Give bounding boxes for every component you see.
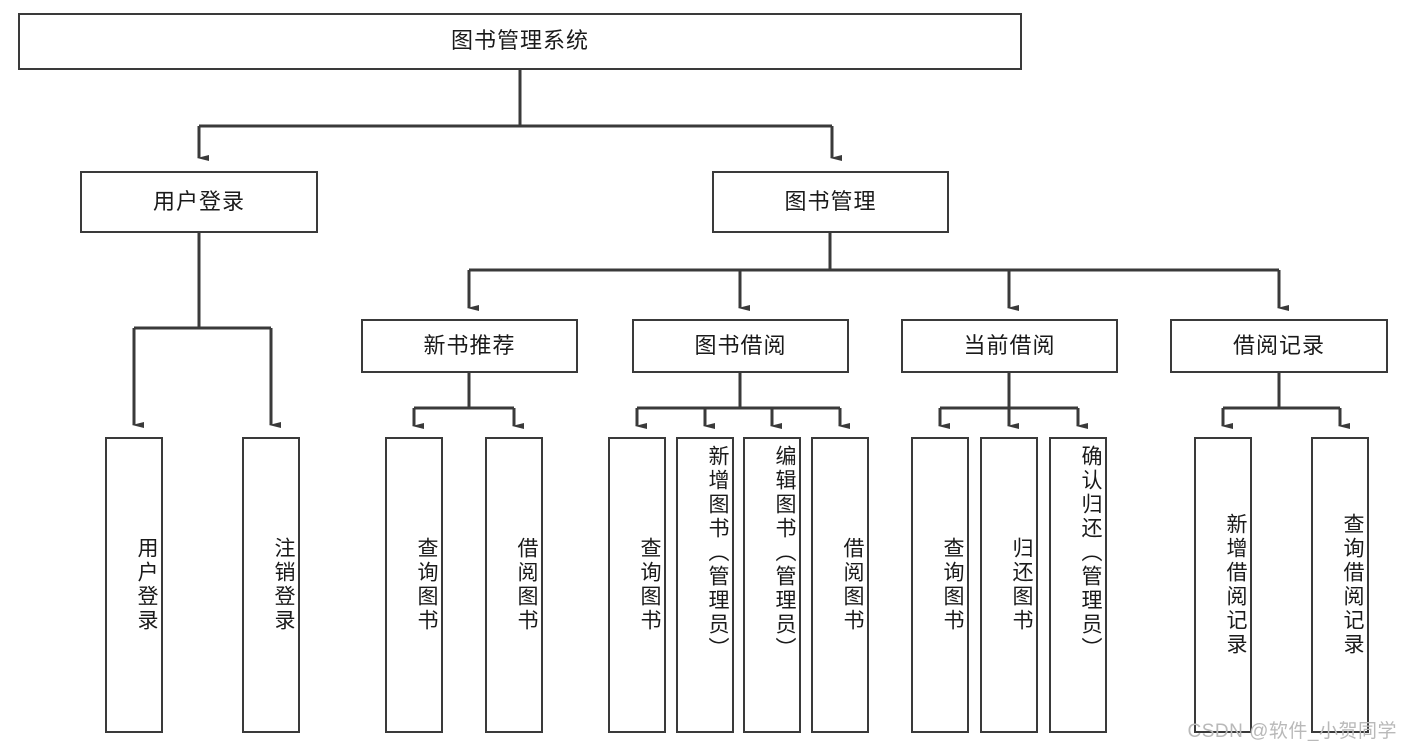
leaf-new-book-borrow[interactable]: 借阅图书: [485, 437, 543, 733]
leaf-book-borrow-query[interactable]: 查询图书: [608, 437, 666, 733]
node-book-borrow[interactable]: 图书借阅: [632, 319, 849, 373]
leaf-current-borrow-confirm-label: 确认归还（管理员）: [1079, 445, 1102, 661]
node-new-book-recommend[interactable]: 新书推荐: [361, 319, 578, 373]
leaf-user-login-login-label: 用户登录: [135, 537, 158, 633]
node-user-login[interactable]: 用户登录: [80, 171, 318, 233]
leaf-book-borrow-query-label: 查询图书: [638, 537, 661, 633]
leaf-current-borrow-confirm[interactable]: 确认归还（管理员）: [1049, 437, 1107, 733]
node-root[interactable]: 图书管理系统: [18, 13, 1022, 70]
node-current-borrow[interactable]: 当前借阅: [901, 319, 1118, 373]
leaf-book-borrow-add-label: 新增图书（管理员）: [706, 445, 729, 661]
leaf-user-login-logout[interactable]: 注销登录: [242, 437, 300, 733]
leaf-book-borrow-edit-label: 编辑图书（管理员）: [773, 445, 796, 661]
node-new-book-recommend-label: 新书推荐: [423, 332, 516, 358]
node-current-borrow-label: 当前借阅: [963, 332, 1056, 358]
leaf-borrow-record-query-label: 查询借阅记录: [1341, 513, 1364, 657]
node-borrow-record-label: 借阅记录: [1232, 332, 1325, 358]
leaf-current-borrow-query[interactable]: 查询图书: [911, 437, 969, 733]
leaf-borrow-record-query[interactable]: 查询借阅记录: [1311, 437, 1369, 733]
leaf-book-borrow-add[interactable]: 新增图书（管理员）: [676, 437, 734, 733]
node-user-login-label: 用户登录: [152, 188, 245, 214]
node-book-borrow-label: 图书借阅: [694, 332, 787, 358]
node-book-manage[interactable]: 图书管理: [712, 171, 949, 233]
leaf-new-book-query[interactable]: 查询图书: [385, 437, 443, 733]
node-root-label: 图书管理系统: [450, 28, 589, 54]
leaf-book-borrow-borrow-label: 借阅图书: [841, 537, 864, 633]
leaf-new-book-borrow-label: 借阅图书: [515, 537, 538, 633]
node-borrow-record[interactable]: 借阅记录: [1170, 319, 1388, 373]
leaf-new-book-query-label: 查询图书: [415, 537, 438, 633]
leaf-current-borrow-return-label: 归还图书: [1010, 537, 1033, 633]
leaf-current-borrow-return[interactable]: 归还图书: [980, 437, 1038, 733]
node-book-manage-label: 图书管理: [784, 188, 877, 214]
leaf-user-login-login[interactable]: 用户登录: [105, 437, 163, 733]
csdn-watermark: CSDN @软件_小贺同学: [1187, 721, 1397, 742]
leaf-borrow-record-add[interactable]: 新增借阅记录: [1194, 437, 1252, 733]
leaf-current-borrow-query-label: 查询图书: [941, 537, 964, 633]
leaf-book-borrow-borrow[interactable]: 借阅图书: [811, 437, 869, 733]
leaf-book-borrow-edit[interactable]: 编辑图书（管理员）: [743, 437, 801, 733]
leaf-borrow-record-add-label: 新增借阅记录: [1224, 513, 1247, 657]
leaf-user-login-logout-label: 注销登录: [272, 537, 295, 633]
